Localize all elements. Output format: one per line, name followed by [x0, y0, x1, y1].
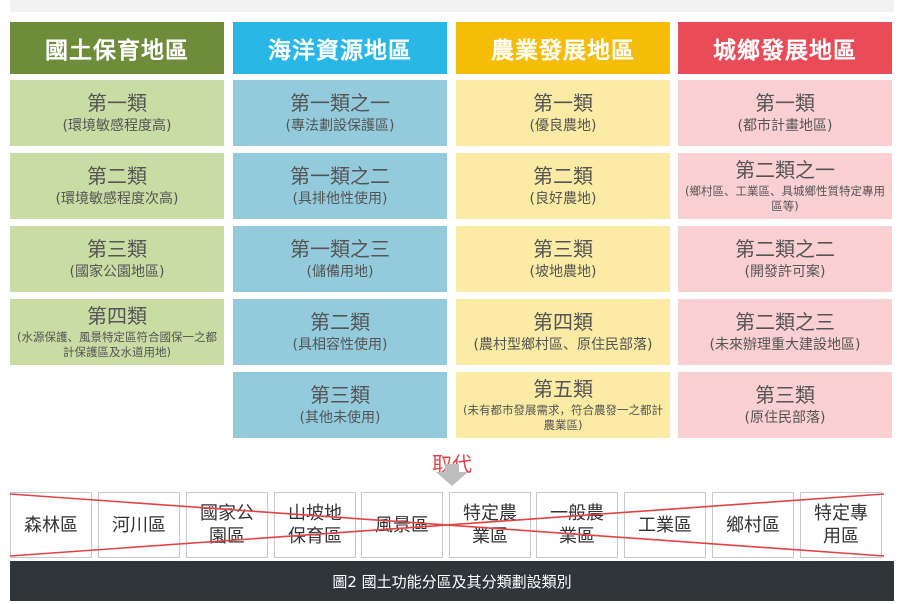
category-description: (坡地農地) — [529, 263, 597, 280]
column-header: 城鄉發展地區 — [678, 22, 892, 74]
old-zone-box: 特定農業區 — [449, 492, 531, 558]
category-title: 第三類 — [87, 236, 147, 261]
figure-caption: 圖2 國土功能分區及其分類劃設類別 — [10, 561, 894, 601]
category-cell: 第二類之一(鄉村區、工業區、具城鄉性質特定專用區等) — [678, 153, 892, 219]
category-title: 第一類 — [755, 90, 815, 115]
category-description: (優良農地) — [529, 117, 597, 134]
old-zone-label: 河川區 — [112, 514, 166, 536]
column-2: 海洋資源地區第一類之一 (專法劃設保護區) 第一類之二 (具排他性使用) 第一類之三 (儲… — [233, 22, 447, 445]
category-description: (良好農地) — [529, 190, 597, 207]
category-title: 第一類之三 — [290, 236, 390, 261]
category-title: 第四類 — [533, 309, 593, 334]
category-description: (其他未使用) — [299, 409, 381, 426]
category-description: (都市計畫地區) — [737, 117, 833, 134]
category-description: (環境敏感程度高) — [62, 117, 172, 134]
category-title: 第一類 — [87, 90, 147, 115]
old-zone-label: 鄉村區 — [726, 514, 780, 536]
old-zone-box: 特定專用區 — [800, 492, 882, 558]
old-zone-label: 風景區 — [375, 514, 429, 536]
column-header: 國土保育地區 — [10, 22, 224, 74]
category-description: (未有都市發展需求，符合農發一之都計農業區) — [463, 403, 663, 432]
category-title: 第一類之一 — [290, 90, 390, 115]
category-cell: 第二類 (具相容性使用) — [233, 299, 447, 365]
old-zone-label: 工業區 — [638, 514, 692, 536]
category-title: 第四類 — [87, 304, 147, 328]
category-description: (水源保護、風景特定區符合國保一之都計保護區及水道用地) — [17, 330, 217, 359]
category-cell: 第一類 (都市計畫地區) — [678, 80, 892, 146]
category-description: (原住民部落) — [744, 409, 826, 426]
category-title: 第三類 — [533, 236, 593, 261]
category-cell: 第二類之三 (未來辦理重大建設地區) — [678, 299, 892, 365]
category-title: 第二類之二 — [735, 236, 835, 261]
old-zone-box: 山坡地保育區 — [274, 492, 356, 558]
column-header: 海洋資源地區 — [233, 22, 447, 74]
category-title: 第五類 — [533, 377, 593, 401]
category-cell: 第一類之一 (專法劃設保護區) — [233, 80, 447, 146]
category-description: (鄉村區、工業區、具城鄉性質特定專用區等) — [685, 184, 885, 213]
category-description: (具排他性使用) — [292, 190, 388, 207]
category-cell: 第一類 (環境敏感程度高) — [10, 80, 224, 146]
column-header: 農業發展地區 — [456, 22, 670, 74]
category-description: (開發許可案) — [744, 263, 826, 280]
column-1: 國土保育地區第一類 (環境敏感程度高) 第二類 (環境敏感程度次高) 第三類 (國家公園地… — [10, 22, 224, 372]
old-zone-label: 森林區 — [24, 514, 78, 536]
old-zone-box: 河川區 — [98, 492, 180, 558]
old-zone-box: 一般農業區 — [536, 492, 618, 558]
category-description: (國家公園地區) — [69, 263, 165, 280]
top-bar — [10, 0, 894, 12]
old-zone-box: 鄉村區 — [712, 492, 794, 558]
category-description: (具相容性使用) — [292, 336, 388, 353]
category-cell: 第五類(未有都市發展需求，符合農發一之都計農業區) — [456, 372, 670, 438]
old-zone-label: 國家公園區 — [200, 503, 254, 547]
category-cell: 第一類 (優良農地) — [456, 80, 670, 146]
category-description: (專法劃設保護區) — [285, 117, 395, 134]
category-description: (環境敏感程度次高) — [55, 190, 179, 207]
category-cell: 第三類 (其他未使用) — [233, 372, 447, 438]
old-zone-box: 國家公園區 — [186, 492, 268, 558]
category-title: 第一類 — [533, 90, 593, 115]
category-title: 第三類 — [755, 382, 815, 407]
category-title: 第三類 — [310, 382, 370, 407]
old-zone-box: 森林區 — [10, 492, 92, 558]
down-arrow-icon — [436, 472, 468, 486]
category-cell: 第三類 (原住民部落) — [678, 372, 892, 438]
old-zone-label: 山坡地保育區 — [288, 503, 342, 547]
category-cell: 第三類 (國家公園地區) — [10, 226, 224, 292]
old-zone-box: 風景區 — [361, 492, 443, 558]
category-cell: 第四類 (農村型鄉村區、原住民部落) — [456, 299, 670, 365]
down-arrow-stem — [445, 464, 459, 474]
category-title: 第二類之三 — [735, 309, 835, 334]
column-3: 農業發展地區第一類 (優良農地) 第二類 (良好農地) 第三類 (坡地農地) 第四類 (農村型… — [456, 22, 670, 445]
category-title: 第二類 — [533, 163, 593, 188]
old-zone-label: 一般農業區 — [550, 503, 604, 547]
old-zoning-row: 森林區 河川區 國家公園區山坡地保育區 風景區 特定農業區一般農業區 工業區 鄉村區 特定專用… — [10, 492, 884, 558]
category-cell: 第二類之二 (開發許可案) — [678, 226, 892, 292]
category-title: 第二類 — [87, 163, 147, 188]
old-zone-label: 特定專用區 — [814, 503, 868, 547]
category-title: 第二類 — [310, 309, 370, 334]
category-title: 第一類之二 — [290, 163, 390, 188]
category-description: (農村型鄉村區、原住民部落) — [473, 336, 653, 353]
category-cell: 第二類 (良好農地) — [456, 153, 670, 219]
category-title: 第二類之一 — [735, 158, 835, 182]
old-zone-label: 特定農業區 — [463, 503, 517, 547]
column-4: 城鄉發展地區第一類 (都市計畫地區) 第二類之一(鄉村區、工業區、具城鄉性質特定專用… — [678, 22, 892, 445]
category-description: (未來辦理重大建設地區) — [709, 336, 861, 353]
category-cell: 第一類之三 (儲備用地) — [233, 226, 447, 292]
category-cell: 第四類(水源保護、風景特定區符合國保一之都計保護區及水道用地) — [10, 299, 224, 365]
category-cell: 第二類 (環境敏感程度次高) — [10, 153, 224, 219]
category-description: (儲備用地) — [306, 263, 374, 280]
category-cell: 第三類 (坡地農地) — [456, 226, 670, 292]
old-zone-box: 工業區 — [624, 492, 706, 558]
category-cell: 第一類之二 (具排他性使用) — [233, 153, 447, 219]
